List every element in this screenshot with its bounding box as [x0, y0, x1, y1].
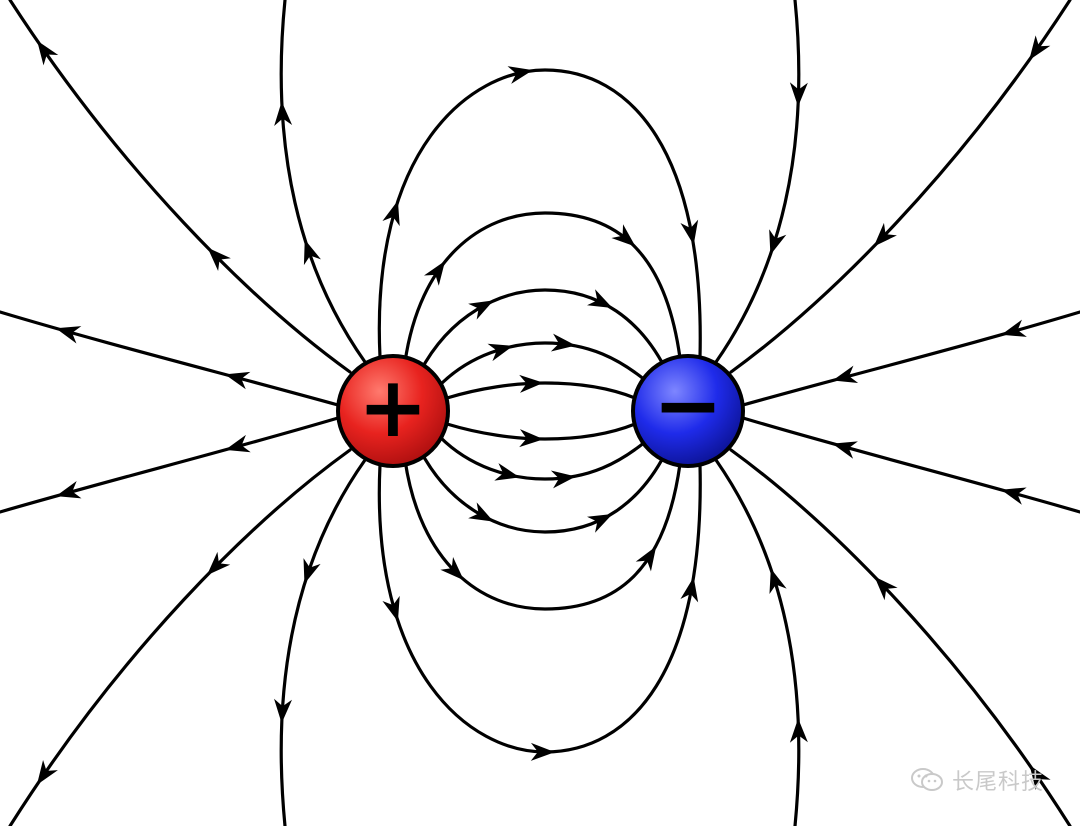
field-line: [445, 381, 637, 400]
field-line: [741, 310, 1080, 407]
arrow-icon: [274, 101, 293, 127]
field-line: [438, 341, 647, 387]
arrow-icon: [680, 219, 699, 245]
field-line: [741, 416, 1080, 514]
arrow-icon: [1029, 765, 1051, 791]
negative-charge: −: [631, 354, 745, 468]
arrow-icon: [440, 556, 464, 581]
field-line: [0, 416, 340, 514]
arrow-icon: [530, 742, 555, 761]
arrow-icon: [789, 718, 808, 743]
arrow-icon: [769, 229, 787, 255]
arrow-icon: [423, 260, 446, 286]
arrow-icon: [789, 82, 808, 107]
negative-charge-sign: −: [653, 356, 723, 454]
arrow-icon: [37, 40, 59, 66]
arrow-icon: [382, 200, 400, 227]
field-line: [8, 448, 352, 826]
field-line: [403, 458, 682, 611]
watermark: 长尾科技: [910, 764, 1044, 796]
arrow-icon: [550, 470, 576, 489]
arrow-icon: [519, 429, 544, 448]
arrow-icon: [550, 333, 576, 352]
arrow-icon: [587, 289, 613, 308]
arrow-icon: [487, 343, 514, 362]
arrow-icon: [635, 546, 657, 572]
arrow-icon: [382, 595, 400, 622]
arrow-icon: [519, 374, 544, 393]
arrow-icon: [36, 759, 58, 785]
arrow-icon: [207, 247, 231, 271]
arrow-icon: [225, 434, 251, 453]
arrow-icon: [611, 224, 636, 247]
positive-charge-sign: +: [358, 358, 428, 456]
field-line: [377, 68, 702, 359]
arrow-icon: [494, 463, 520, 481]
field-line: [729, 448, 1072, 826]
positive-charge: +: [336, 354, 450, 468]
arrow-icon: [507, 66, 533, 84]
arrow-icon: [55, 480, 82, 499]
watermark-text: 长尾科技: [951, 770, 1044, 795]
field-line: [8, 0, 352, 374]
arrow-icon: [55, 326, 82, 344]
arrow-icon: [1001, 319, 1027, 337]
arrow-icon: [587, 514, 613, 533]
field-line: [279, 0, 367, 364]
arrow-icon: [874, 576, 898, 601]
arrow-icon: [468, 300, 494, 320]
field-line: [729, 0, 1072, 374]
arrow-icon: [769, 568, 787, 595]
arrow-icon: [832, 365, 859, 383]
arrow-icon: [303, 239, 321, 266]
field-line: [418, 288, 667, 374]
arrow-icon: [1001, 487, 1027, 505]
field-line: [445, 422, 637, 441]
field-line: [418, 448, 667, 534]
field-line: [438, 435, 647, 481]
field-line: [714, 0, 801, 364]
field-arrows: [36, 35, 1051, 791]
field-line: [403, 211, 682, 364]
arrow-icon: [274, 698, 293, 724]
arrow-icon: [1029, 35, 1051, 61]
field-line: [714, 458, 801, 826]
arrow-icon: [832, 441, 858, 459]
field-line: [0, 310, 340, 407]
arrow-icon: [303, 558, 321, 584]
arrow-icon: [206, 551, 231, 576]
field-line: [279, 458, 367, 826]
wechat-icon: [910, 768, 943, 791]
arrow-icon: [680, 577, 699, 603]
arrow-icon: [873, 222, 897, 247]
arrow-icon: [468, 502, 494, 522]
arrow-icon: [224, 371, 251, 390]
